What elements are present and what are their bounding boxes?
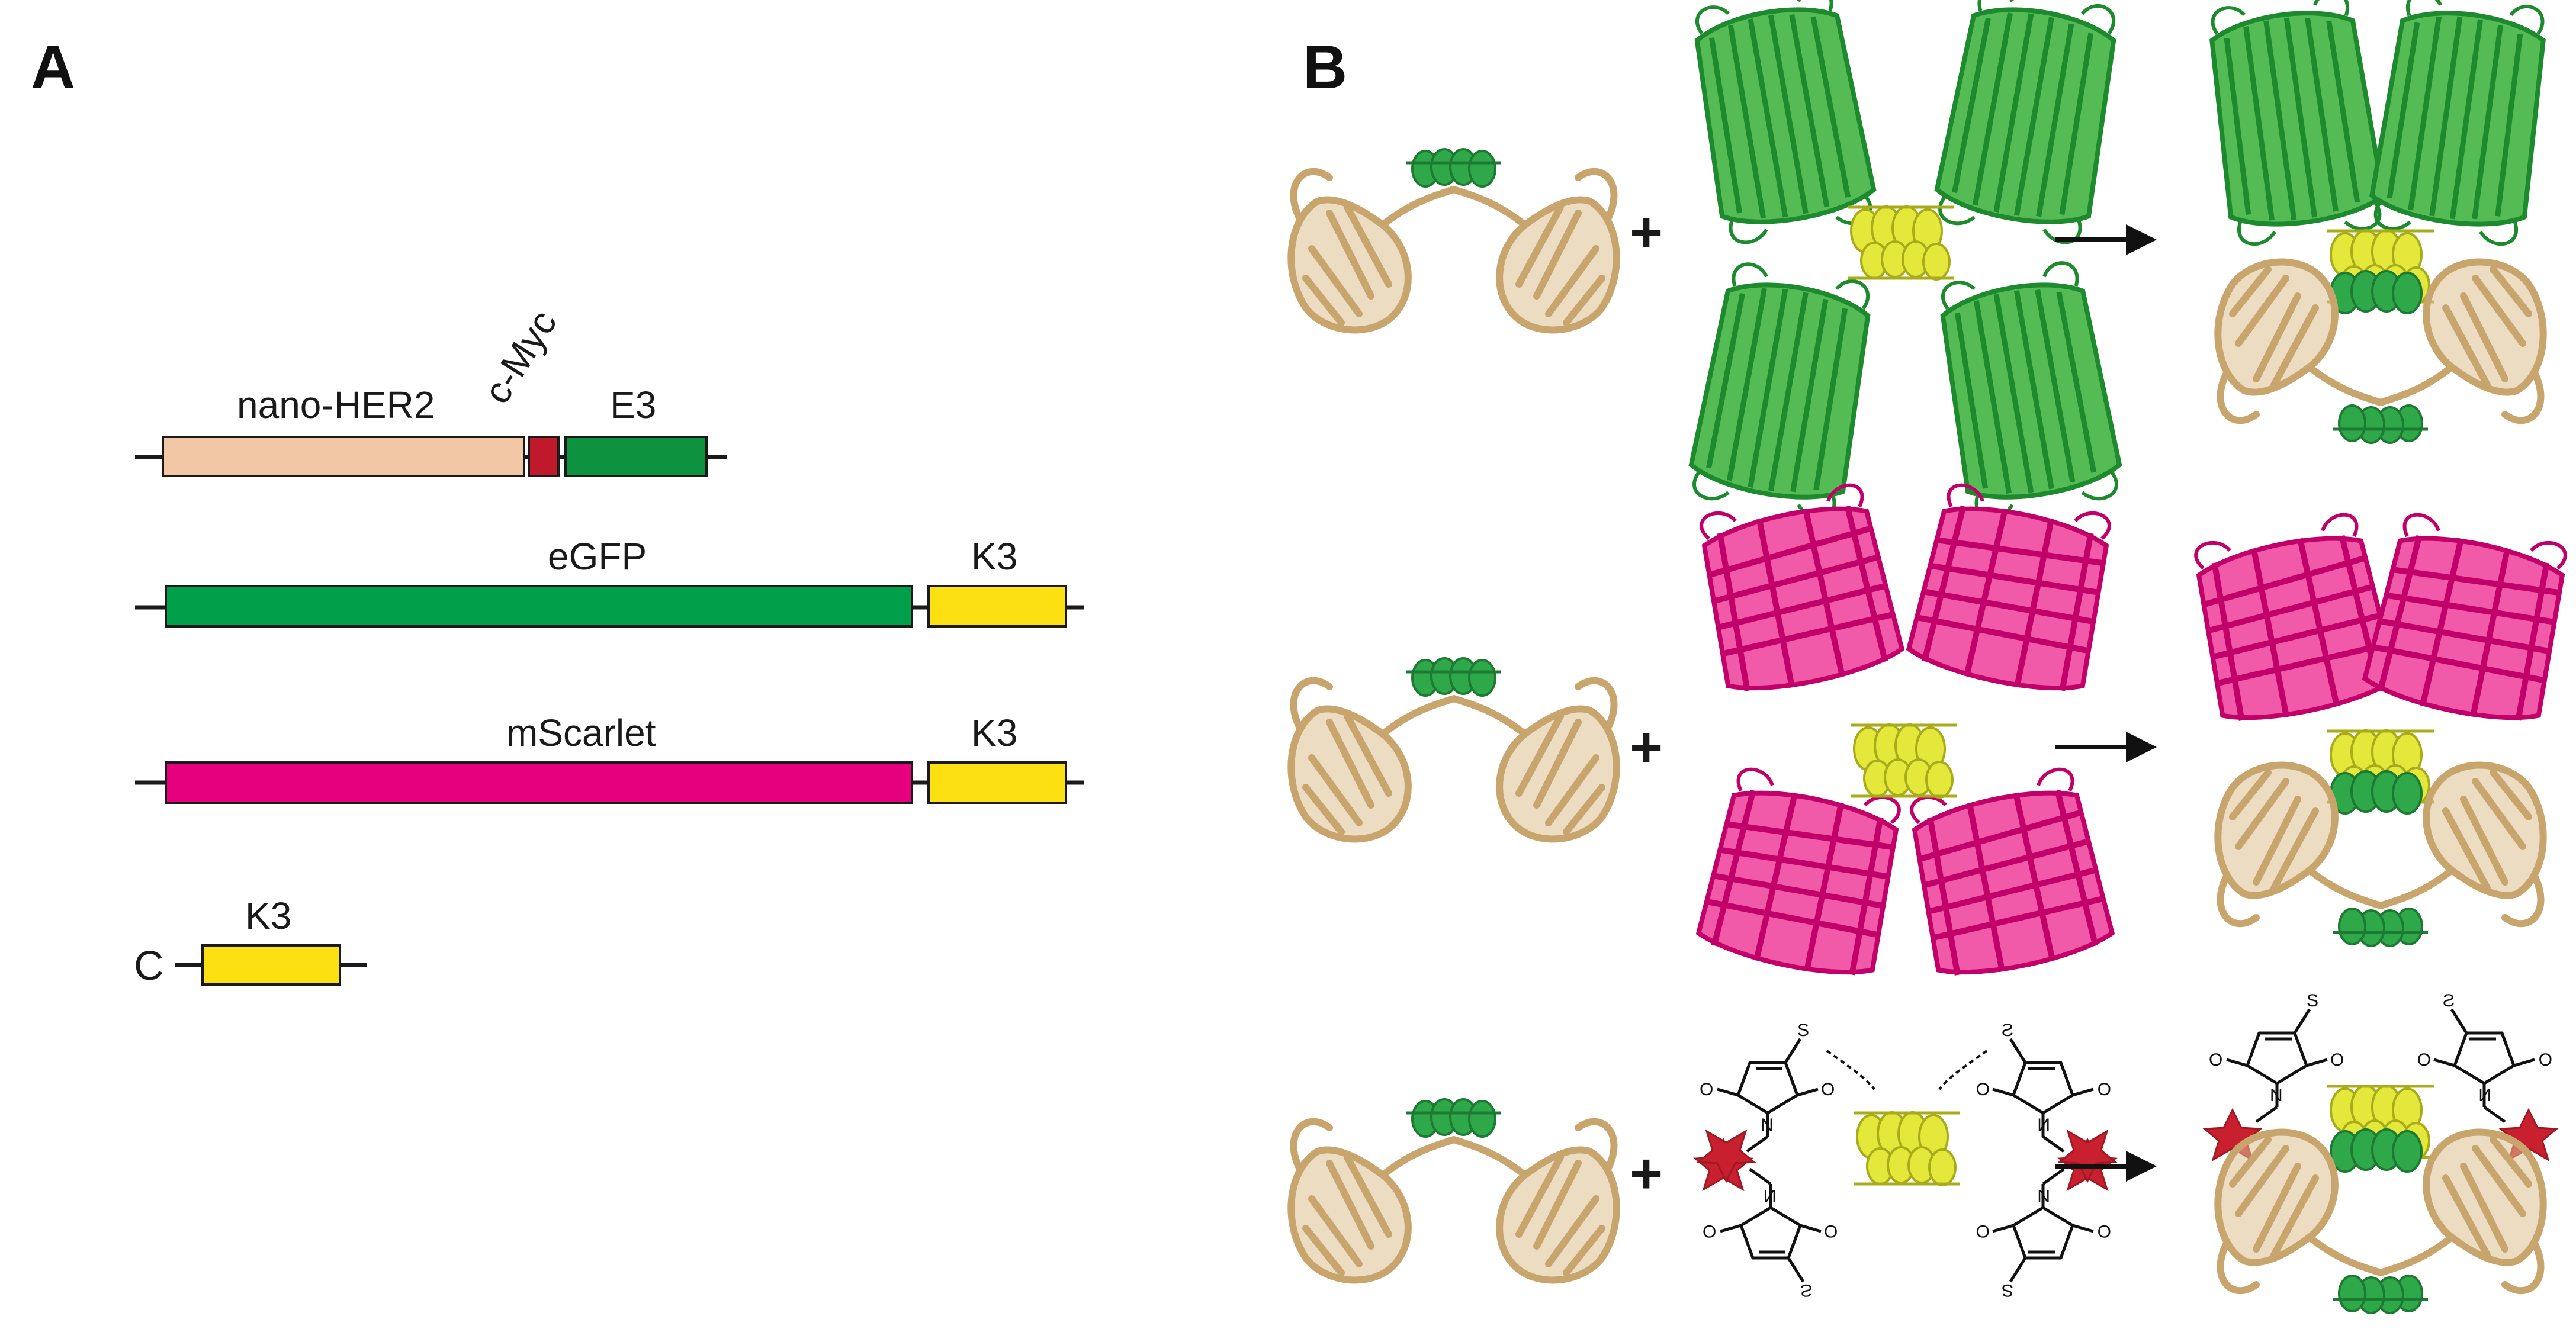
label-k3: K3 [971, 535, 1018, 578]
segment-k3 [201, 944, 341, 986]
label-nano-her2: nano-HER2 [237, 384, 435, 426]
panel-a-letter: A [31, 33, 76, 102]
plus-sign: + [1630, 201, 1663, 264]
construct-egfp-k3 [135, 585, 1084, 628]
row-maleimide [1291, 991, 2556, 1313]
panel-a-constructs [135, 436, 1084, 986]
segment-k3 [927, 585, 1067, 628]
construct-c-k3 [175, 944, 367, 986]
segment-e3 [564, 436, 708, 477]
label-egfp: eGFP [548, 535, 647, 578]
nanobody-e3-protein [1291, 149, 1616, 330]
mscarlet-k3-tetramer [1692, 481, 2118, 984]
egfp-product [2202, 0, 2553, 443]
nanobody-e3-protein [1291, 1099, 1616, 1280]
label-mscarlet: mScarlet [506, 712, 656, 754]
label-cysteine-prefix: C [134, 942, 164, 989]
reaction-arrow [2055, 732, 2157, 762]
row-mscarlet [1291, 481, 2574, 984]
plus-sign: + [1630, 716, 1663, 779]
maleimide-product [2205, 991, 2556, 1313]
mscarlet-product [2187, 511, 2574, 946]
nanobody-e3-protein [1291, 658, 1616, 839]
label-e3: E3 [610, 384, 657, 426]
segment-egfp [165, 585, 913, 628]
segment-mscarlet [165, 761, 913, 804]
construct-nano-her2 [135, 436, 727, 477]
plus-sign: + [1630, 1142, 1663, 1205]
panel-b-letter: B [1303, 33, 1348, 102]
maleimide-k3-conjugate [1695, 1021, 2115, 1300]
segment-nano-her2 [162, 436, 525, 477]
label-k3: K3 [971, 712, 1018, 754]
reaction-arrow [2055, 224, 2157, 255]
egfp-k3-tetramer [1686, 0, 2125, 521]
label-k3: K3 [245, 894, 292, 937]
segment-c-myc [528, 436, 560, 477]
segment-k3 [927, 761, 1067, 804]
construct-mscarlet-k3 [135, 761, 1084, 804]
row-egfp [1291, 0, 2553, 521]
